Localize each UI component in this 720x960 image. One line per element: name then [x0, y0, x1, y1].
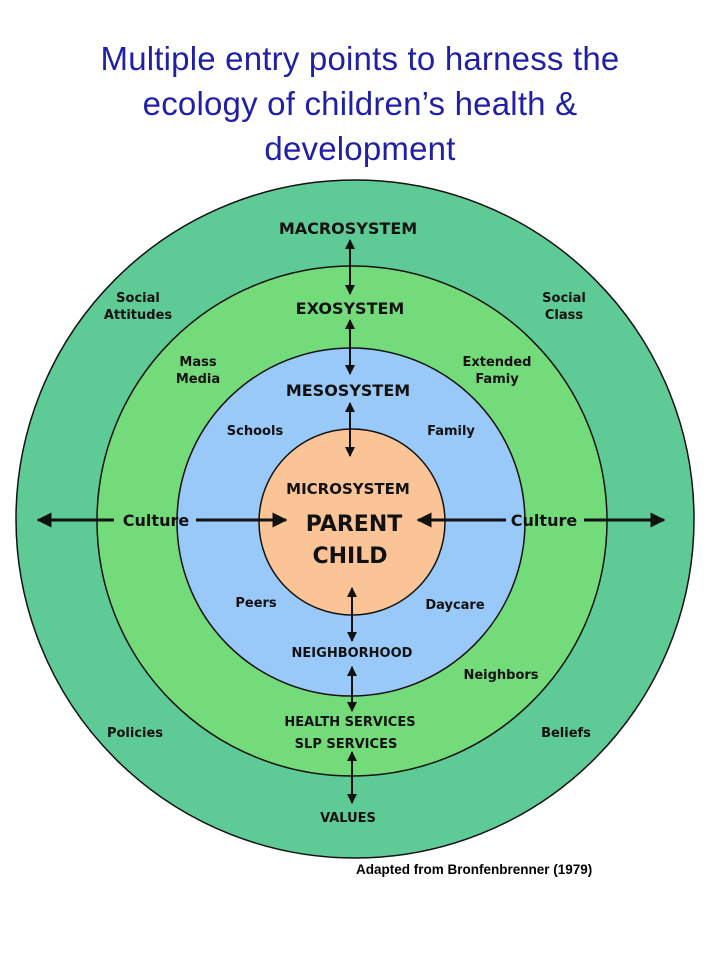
macro-values-label: VALUES [320, 811, 376, 826]
exo-item-mass-media-text-line-2: Media [176, 372, 220, 387]
page-title: Multiple entry points to harness the eco… [0, 36, 720, 171]
culture-right-label: Culture [511, 511, 578, 530]
macro-item-policies: Policies [107, 726, 163, 741]
micro-parent-label: PARENT [306, 512, 403, 537]
macro-item-social-attitudes-text: Social [116, 291, 160, 306]
title-line-2: ecology of children’s health & [142, 85, 578, 122]
exo-health-services-label: HEALTH SERVICES [284, 715, 415, 730]
exo-item-mass-media-text: Mass [179, 355, 216, 370]
macrosystem-label: MACROSYSTEM [279, 219, 417, 238]
macro-item-social-class-text-line-2: Class [545, 308, 584, 323]
source-credit: Adapted from Bronfenbrenner (1979) [356, 862, 593, 877]
meso-neighborhood-label: NEIGHBORHOOD [292, 646, 413, 661]
meso-item-schools: Schools [227, 424, 284, 439]
meso-item-daycare: Daycare [425, 598, 485, 613]
exo-slp-services-label: SLP SERVICES [295, 737, 398, 752]
micro-child-label: CHILD [312, 544, 387, 569]
mesosystem-label: MESOSYSTEM [286, 381, 410, 400]
microsystem-label: MICROSYSTEM [286, 480, 410, 498]
culture-left-label: Culture [123, 511, 190, 530]
macro-item-social-attitudes-text-line-2: Attitudes [104, 308, 173, 323]
macro-item-social-class-text: Social [542, 291, 586, 306]
meso-item-peers: Peers [235, 596, 277, 611]
macro-item-beliefs: Beliefs [541, 726, 591, 741]
exosystem-label: EXOSYSTEM [296, 299, 405, 318]
title-line-3: development [264, 130, 456, 167]
exo-item-extended-family-text: Extended [463, 355, 532, 370]
exo-item-extended-family-text-line-2: Famiy [475, 372, 519, 387]
exo-item-neighbors: Neighbors [463, 668, 538, 683]
title-line-1: Multiple entry points to harness the [100, 40, 620, 77]
meso-item-family: Family [427, 424, 475, 439]
